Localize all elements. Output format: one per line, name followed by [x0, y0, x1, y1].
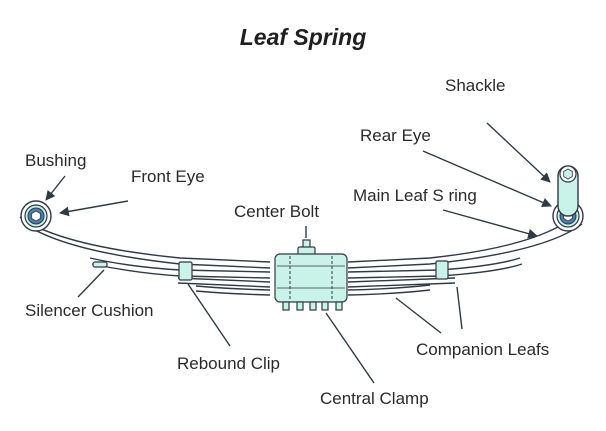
central-clamp [274, 239, 348, 311]
clamp-bolt-5 [335, 301, 343, 311]
silencer-cushion-pad [92, 261, 108, 268]
label-main-leaf: Main Leaf S ring [353, 186, 477, 205]
leader-main-leaf [442, 209, 538, 239]
label-rebound-clip: Rebound Clip [177, 354, 280, 373]
leader-central-clamp [325, 312, 375, 384]
leader-silencer-cushion [77, 269, 105, 298]
clamp-bolt-1 [282, 301, 290, 311]
front-eye [20, 200, 52, 232]
leader-rear-eye [422, 150, 552, 208]
label-bushing: Bushing [25, 151, 86, 170]
rebound-clip-left [178, 261, 193, 281]
bushing-hex [31, 210, 41, 222]
leader-shackle [486, 122, 551, 183]
label-shackle: Shackle [445, 76, 505, 95]
rebound-clip-right [435, 260, 449, 280]
clamp-block [274, 253, 348, 303]
shackle [557, 165, 579, 217]
label-companion-leafs: Companion Leafs [416, 340, 549, 359]
clamp-bolt-3 [309, 301, 317, 311]
leader-lines [45, 122, 552, 384]
label-center-bolt: Center Bolt [234, 202, 319, 221]
label-front-eye: Front Eye [131, 167, 205, 186]
clamp-bolt-4 [321, 301, 329, 311]
leader-front-eye [59, 200, 129, 217]
leader-companion-2 [456, 286, 463, 330]
label-central-clamp: Central Clamp [320, 389, 429, 408]
leader-companion-1 [395, 297, 442, 334]
clamp-bolt-2 [296, 301, 304, 311]
label-silencer-cushion: Silencer Cushion [25, 301, 154, 320]
leader-rebound-clip [187, 283, 231, 347]
label-rear-eye: Rear Eye [360, 126, 431, 145]
fourth-leaf [195, 284, 431, 296]
diagram-title: Leaf Spring [240, 24, 367, 50]
leader-bushing [45, 175, 66, 201]
